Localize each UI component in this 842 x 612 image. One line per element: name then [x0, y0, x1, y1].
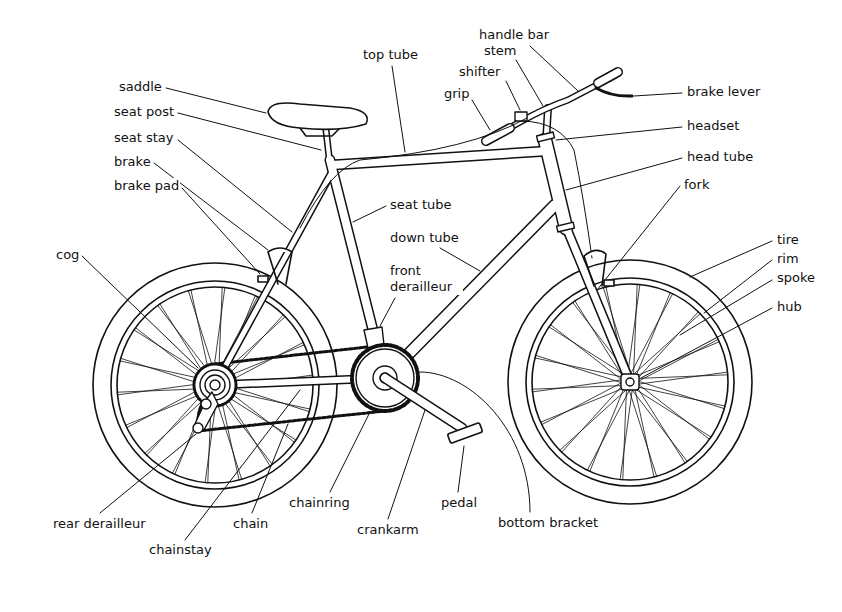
part-label: top tube: [362, 47, 419, 63]
spoke-line: [562, 384, 624, 452]
spoke-line: [636, 386, 685, 464]
part-label: brake lever: [686, 84, 761, 100]
spoke-line: [536, 355, 623, 383]
leader-lines: [82, 46, 772, 540]
spoke-line: [623, 388, 627, 480]
part-label: headset: [686, 118, 740, 134]
spoke-line: [637, 381, 724, 409]
front-wheel-hub: [621, 374, 639, 390]
spoke-line: [637, 312, 699, 380]
spoke-line: [560, 389, 628, 451]
spoke-line: [632, 314, 700, 376]
part-label: saddle: [118, 79, 163, 95]
frame-outline: [215, 108, 630, 385]
part-label: bottom bracket: [497, 515, 599, 531]
saddle: [268, 103, 367, 136]
spokes: [117, 284, 727, 482]
part-label: brake pad: [113, 178, 180, 194]
headset: [537, 132, 575, 232]
spoke-line: [636, 375, 728, 379]
part-label: down tube: [389, 230, 460, 246]
rear-derailleur-part: [193, 392, 218, 433]
part-label: chainstay: [148, 542, 213, 558]
part-label: crankarm: [356, 522, 420, 538]
spoke-line: [634, 387, 654, 477]
spoke-line: [637, 383, 710, 439]
part-label: fork: [683, 177, 710, 193]
spoke-line: [628, 284, 640, 375]
part-label: handle bar: [478, 27, 550, 43]
part-label: seat stay: [113, 130, 175, 146]
spoke-line: [590, 386, 625, 471]
spoke-line: [542, 382, 623, 425]
spoke-line: [541, 387, 626, 422]
spoke-line: [532, 380, 623, 392]
part-label: tire: [776, 232, 800, 248]
part-label: chainring: [288, 495, 351, 511]
spoke-line: [629, 389, 657, 476]
part-label: brake: [113, 154, 152, 170]
part-label: front derailleur: [389, 263, 463, 295]
spoke-line: [637, 372, 728, 384]
part-label: stem: [483, 43, 518, 59]
spoke-line: [634, 284, 638, 376]
part-label: rear derailleur: [52, 516, 146, 532]
part-label: grip: [443, 86, 470, 102]
spoke-line: [620, 389, 632, 480]
part-label: pedal: [440, 495, 478, 511]
wheels: [93, 260, 752, 507]
part-label: seat tube: [389, 197, 453, 213]
frame-fill: [215, 108, 630, 385]
part-label: spoke: [776, 270, 816, 286]
part-label: head tube: [686, 149, 754, 165]
part-label: chain: [232, 516, 269, 532]
handlebar: [300, 72, 632, 258]
spoke-line: [634, 388, 712, 437]
part-label: hub: [776, 299, 803, 315]
spoke-line: [631, 389, 687, 462]
part-label: seat post: [113, 104, 175, 120]
part-label: shifter: [458, 64, 501, 80]
part-label: rim: [776, 251, 800, 267]
spoke-line: [635, 386, 725, 406]
part-label: cog: [55, 247, 80, 263]
spoke-line: [535, 358, 625, 378]
